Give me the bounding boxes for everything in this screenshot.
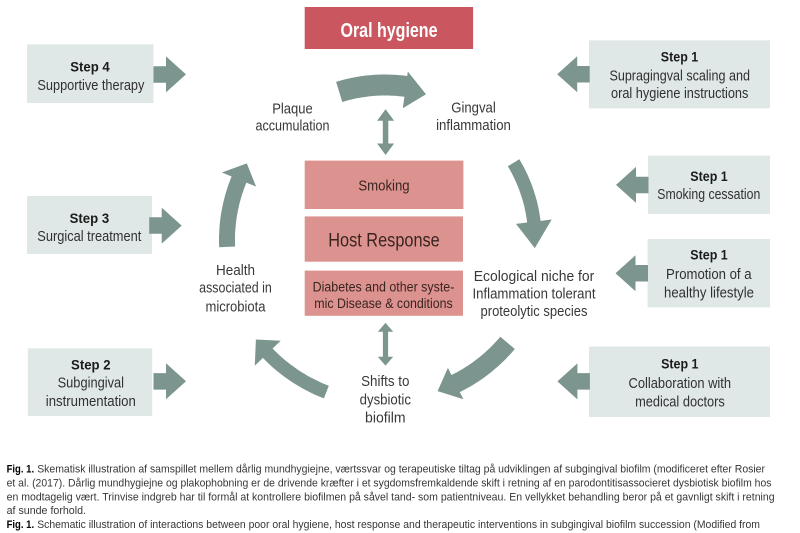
svg-text:instrumentation: instrumentation (46, 393, 136, 410)
svg-text:Shifts to: Shifts to (361, 373, 409, 390)
svg-text:Ecological niche for: Ecological niche for (474, 268, 595, 285)
svg-text:Step 4: Step 4 (70, 58, 110, 74)
svg-text:Inflammation tolerant: Inflammation tolerant (473, 286, 597, 303)
svg-text:mic Disease & conditions: mic Disease & conditions (314, 296, 453, 311)
svg-text:medical doctors: medical doctors (635, 394, 725, 411)
svg-text:Step 1: Step 1 (690, 247, 728, 263)
svg-text:Fig. 1.: Fig. 1. (7, 463, 34, 475)
svg-text:Step 1: Step 1 (661, 48, 699, 64)
svg-text:Promotion of a: Promotion of a (666, 266, 752, 283)
svg-text:Collaboration with: Collaboration with (629, 375, 732, 392)
svg-text:Supportive therapy: Supportive therapy (37, 77, 144, 94)
svg-text:proteolytic species: proteolytic species (481, 303, 588, 320)
svg-text:Skematisk illustration af sams: Skematisk illustration af samspillet mel… (37, 463, 765, 475)
svg-text:accumulation: accumulation (256, 118, 330, 135)
svg-text:inflammation: inflammation (436, 117, 511, 134)
svg-text:associated in: associated in (199, 280, 272, 297)
svg-text:Subgingival: Subgingival (58, 375, 124, 392)
svg-text:Step 1: Step 1 (690, 168, 728, 184)
svg-text:healthy lifestyle: healthy lifestyle (664, 285, 754, 302)
svg-text:Step 2: Step 2 (71, 356, 111, 372)
svg-text:oral hygiene instructions: oral hygiene instructions (611, 85, 748, 102)
svg-text:en modtagelig vært. Trinvise i: en modtagelig vært. Trinvise indgreb har… (7, 491, 775, 503)
svg-text:Oral hygiene: Oral hygiene (341, 20, 438, 42)
svg-text:Smoking cessation: Smoking cessation (657, 186, 760, 203)
svg-text:Host Response: Host Response (328, 231, 440, 252)
svg-text:Plaque: Plaque (272, 101, 313, 118)
svg-text:dysbiotic: dysbiotic (360, 391, 412, 408)
svg-text:Gingval: Gingval (451, 100, 496, 117)
svg-text:af sunde forhold.: af sunde forhold. (7, 505, 86, 517)
svg-text:Diabetes and other syste-: Diabetes and other syste- (313, 280, 455, 295)
svg-text:Surgical treatment: Surgical treatment (37, 228, 142, 245)
svg-text:Health: Health (216, 262, 255, 279)
svg-text:Step 1: Step 1 (661, 355, 699, 371)
svg-text:Supragingval scaling and: Supragingval scaling and (609, 68, 750, 85)
svg-text:Step 3: Step 3 (70, 210, 110, 226)
svg-text:Fig. 1.: Fig. 1. (7, 519, 34, 531)
svg-text:biofilm: biofilm (365, 410, 406, 427)
svg-text:Schematic illustration of inte: Schematic illustration of interactions b… (37, 519, 760, 531)
svg-text:Smoking: Smoking (358, 177, 409, 194)
svg-text:et al. (2017). Dårlig mundhygi: et al. (2017). Dårlig mundhygiejne og pl… (7, 477, 772, 489)
svg-text:microbiota: microbiota (206, 299, 267, 316)
